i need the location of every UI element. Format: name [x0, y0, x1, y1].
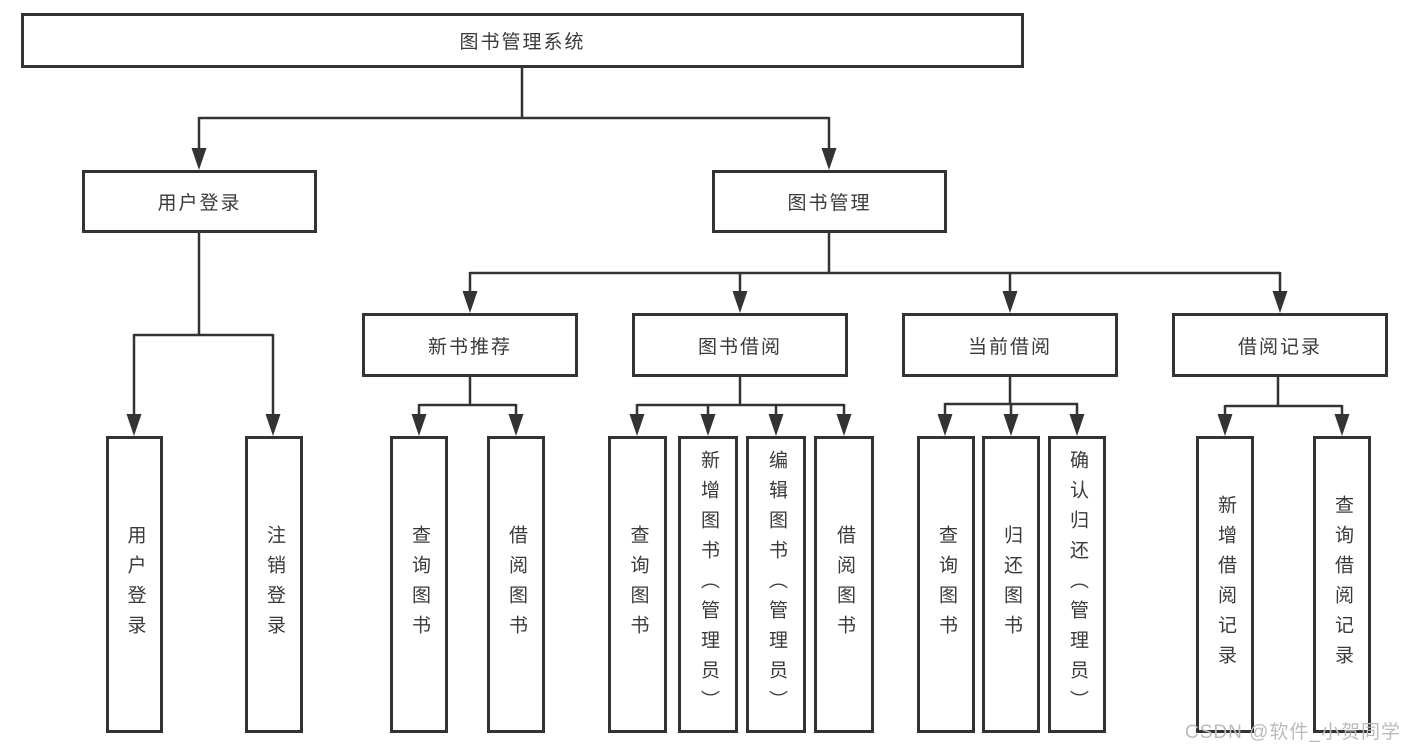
node-borrow-records-label: 借阅记录 — [1237, 336, 1322, 358]
node-new-book-recommend-label: 新书推荐 — [427, 336, 512, 358]
leaf-borrow-books-2: 借阅图书 — [814, 436, 874, 733]
arrow-current-borrow-leaf1 — [937, 414, 953, 436]
arrow-book-borrow-leaf1 — [629, 414, 645, 436]
node-book-mgmt-label: 图书管理 — [787, 193, 872, 214]
leaf-edit-books-admin-label: 编辑图书（管理员） — [765, 449, 787, 720]
leaf-edit-books-admin: 编辑图书（管理员） — [746, 436, 806, 733]
leaf-add-borrow-record-label: 新增借阅记录 — [1214, 494, 1236, 675]
leaf-query-books-1-label: 查询图书 — [408, 524, 430, 645]
arrow-book-borrow-leaf3 — [768, 414, 784, 436]
node-borrow-records: 借阅记录 — [1172, 313, 1388, 377]
leaf-query-books-2: 查询图书 — [608, 436, 667, 733]
leaf-confirm-return-admin-label: 确认归还（管理员） — [1066, 449, 1088, 720]
arrowheads — [126, 148, 1350, 436]
leaf-borrow-books-1: 借阅图书 — [487, 436, 545, 733]
leaf-logout: 注销登录 — [245, 436, 303, 733]
arrow-user-login — [191, 148, 207, 170]
node-new-book-recommend: 新书推荐 — [362, 313, 578, 377]
leaf-query-books-2-label: 查询图书 — [627, 524, 649, 645]
arrow-book-borrow-leaf4 — [836, 414, 852, 436]
leaf-user-login-label: 用户登录 — [124, 524, 146, 645]
node-book-borrow-label: 图书借阅 — [697, 336, 782, 358]
leaf-borrow-books-2-label: 借阅图书 — [833, 524, 855, 645]
node-root: 图书管理系统 — [21, 13, 1024, 68]
node-book-mgmt: 图书管理 — [712, 170, 947, 233]
arrow-book-borrow — [732, 291, 748, 313]
leaf-add-books-admin-label: 新增图书（管理员） — [697, 449, 719, 720]
leaf-add-borrow-record: 新增借阅记录 — [1196, 436, 1254, 733]
node-root-label: 图书管理系统 — [459, 32, 586, 53]
arrow-book-mgmt — [821, 148, 837, 170]
arrow-book-borrow-leaf2 — [700, 414, 716, 436]
node-current-borrow-label: 当前借阅 — [967, 336, 1052, 358]
leaf-return-books-label: 归还图书 — [1000, 524, 1022, 645]
arrow-new-book-leaf2 — [508, 414, 524, 436]
leaf-user-login: 用户登录 — [106, 436, 163, 733]
leaf-query-books-3-label: 查询图书 — [935, 524, 957, 645]
arrow-logout-leaf — [265, 414, 281, 436]
node-user-login-label: 用户登录 — [157, 193, 242, 214]
leaf-logout-label: 注销登录 — [263, 524, 285, 645]
arrow-current-borrow-leaf2 — [1003, 414, 1019, 436]
leaf-query-borrow-record: 查询借阅记录 — [1313, 436, 1371, 733]
arrow-login-leaf — [126, 414, 142, 436]
arrow-current-borrow-leaf3 — [1069, 414, 1085, 436]
node-book-borrow: 图书借阅 — [632, 313, 848, 377]
arrow-new-book-leaf1 — [411, 414, 427, 436]
arrow-current-borrow — [1002, 291, 1018, 313]
leaf-confirm-return-admin: 确认归还（管理员） — [1048, 436, 1106, 733]
leaf-query-borrow-record-label: 查询借阅记录 — [1331, 494, 1353, 675]
arrow-borrow-records-leaf2 — [1334, 414, 1350, 436]
leaf-return-books: 归还图书 — [982, 436, 1040, 733]
leaf-query-books-1: 查询图书 — [390, 436, 448, 733]
csdn-watermark: CSDN @软件_小贺同学 — [1185, 722, 1401, 743]
node-current-borrow: 当前借阅 — [902, 313, 1118, 377]
leaf-borrow-books-1-label: 借阅图书 — [505, 524, 527, 645]
node-user-login: 用户登录 — [82, 170, 317, 233]
leaf-add-books-admin: 新增图书（管理员） — [678, 436, 738, 733]
leaf-query-books-3: 查询图书 — [917, 436, 975, 733]
arrow-new-book — [462, 291, 478, 313]
arrow-borrow-records-leaf1 — [1217, 414, 1233, 436]
arrow-borrow-records — [1272, 291, 1288, 313]
